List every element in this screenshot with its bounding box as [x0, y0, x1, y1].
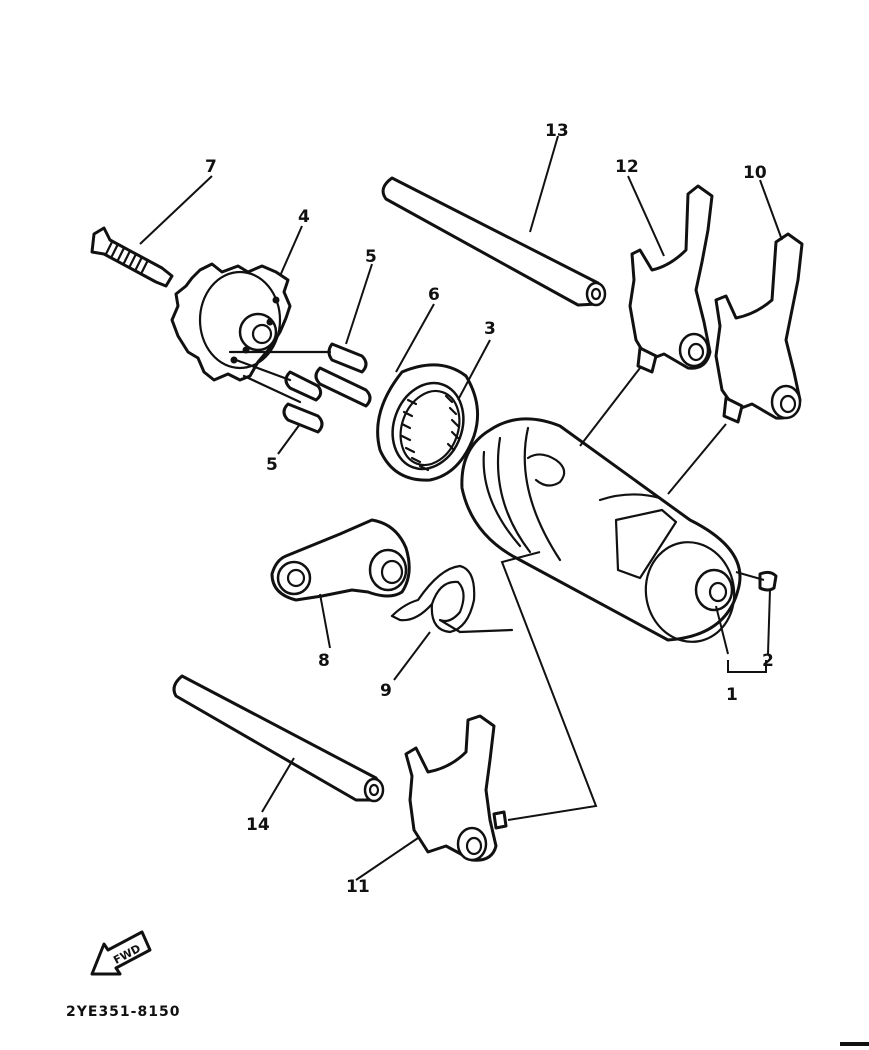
- callout-9: 9: [380, 681, 392, 701]
- part-10-shift-fork: [714, 232, 804, 424]
- callout-12: 12: [615, 157, 639, 177]
- part-5-pins: [228, 342, 372, 434]
- part-4-segment: [170, 262, 292, 382]
- leader-lines: [139, 135, 783, 881]
- callout-14: 14: [246, 815, 270, 835]
- callout-4: 4: [298, 207, 310, 227]
- part-13-shift-fork-shaft: [381, 176, 607, 307]
- part-2-pin: [758, 570, 778, 592]
- part-1-shift-drum: [460, 417, 742, 643]
- part-8-lever: [270, 518, 411, 602]
- callout-7: 7: [205, 157, 217, 177]
- callout-1: 1: [726, 685, 738, 705]
- callout-5-top: 5: [365, 247, 377, 267]
- callout-6: 6: [428, 285, 440, 305]
- callout-5-bottom: 5: [266, 455, 278, 475]
- callout-13: 13: [545, 121, 569, 141]
- callouts: 13 12 10 7 4 5 6 3 5 8 9 2 1 14 11: [205, 121, 774, 897]
- callout-8: 8: [318, 651, 330, 671]
- callout-3: 3: [484, 319, 496, 339]
- part-14-shift-fork-shaft: [172, 674, 385, 803]
- part-9-spring: [390, 564, 514, 634]
- callout-10: 10: [743, 163, 767, 183]
- part-7-bolt: [90, 226, 174, 288]
- part-6-ring: [376, 363, 480, 482]
- diagram-code: 2YE351-8150: [66, 1004, 180, 1020]
- part-11-shift-fork: [404, 714, 508, 862]
- callout-11: 11: [346, 877, 370, 897]
- part-12-shift-fork: [628, 184, 714, 374]
- callout-2: 2: [762, 651, 774, 671]
- forward-arrow-icon: FWD: [90, 930, 152, 976]
